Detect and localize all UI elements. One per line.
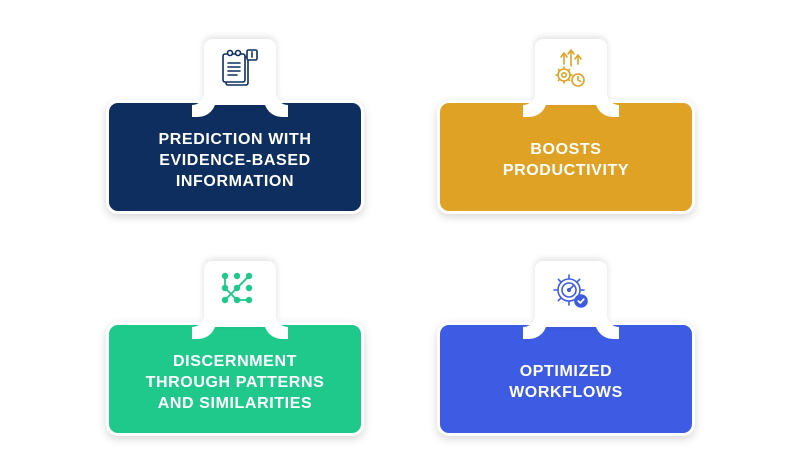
card-discernment-line-2: THROUGH PATTERNS: [145, 373, 325, 391]
card-productivity-line-2: PRODUCTIVITY: [502, 162, 630, 179]
tab-productivity: [535, 39, 607, 105]
gear-gauge-icon: [553, 274, 588, 308]
tab-workflows: [535, 261, 607, 327]
document-icon: [222, 49, 258, 86]
card-prediction-line-1: PREDICTION WITH: [158, 130, 312, 148]
card-prediction: PREDICTION WITH EVIDENCE-BASED INFORMATI…: [109, 103, 361, 211]
card-discernment-line-3: AND SIMILARITIES: [157, 394, 313, 412]
card-discernment: DISCERNMENT THROUGH PATTERNS AND SIMILAR…: [109, 325, 361, 433]
card-workflows: OPTIMIZED WORKFLOWS: [440, 325, 692, 433]
card-productivity-line-1: BOOSTS: [530, 141, 602, 158]
card-productivity: BOOSTS PRODUCTIVITY: [440, 103, 692, 211]
tab-discernment: [204, 261, 276, 327]
card-prediction-line-2: EVIDENCE-BASED: [159, 151, 311, 169]
card-workflows-line-2: WORKFLOWS: [509, 384, 623, 401]
card-workflows-line-1: OPTIMIZED: [519, 363, 613, 380]
tab-prediction: [204, 39, 276, 105]
pattern-dots-icon: [221, 272, 253, 304]
gears-growth-icon: [555, 49, 585, 87]
card-prediction-line-3: INFORMATION: [175, 172, 295, 190]
card-discernment-line-1: DISCERNMENT: [173, 352, 297, 370]
